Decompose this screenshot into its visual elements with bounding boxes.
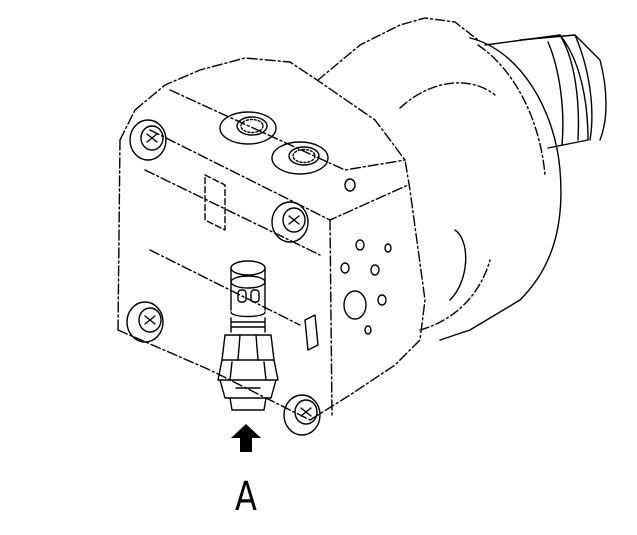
- bolt-bottom-right: [283, 394, 321, 436]
- valve-block: [117, 57, 426, 421]
- port-1: [219, 111, 277, 145]
- port-2: [271, 141, 329, 175]
- cartridge-valve: [217, 260, 279, 411]
- motor-housing: [317, 17, 562, 341]
- side-ports: [204, 174, 392, 351]
- bolt-bottom-left: [126, 301, 164, 343]
- up-arrow-icon: [231, 424, 261, 452]
- callout-label-a: A: [235, 474, 257, 520]
- bolt-middle: [271, 201, 309, 243]
- output-shaft: [484, 34, 607, 149]
- bolt-top-left: [129, 119, 167, 161]
